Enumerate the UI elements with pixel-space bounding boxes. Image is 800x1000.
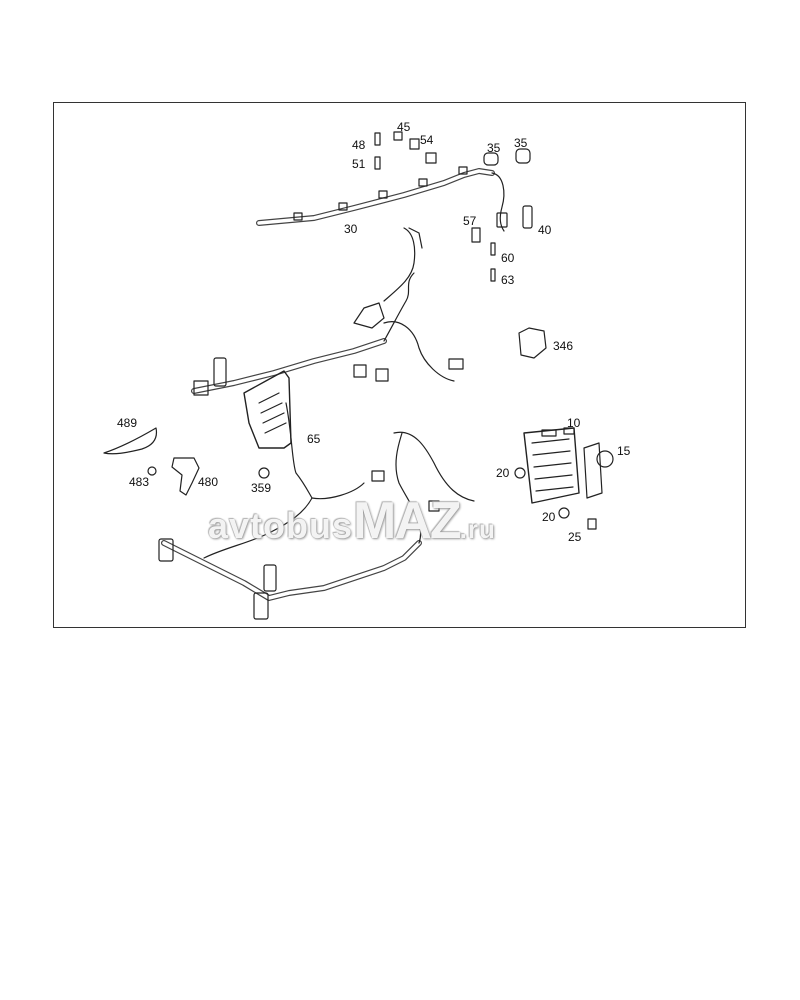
callout-489: 489: [117, 416, 138, 430]
callout-45: 45: [397, 120, 411, 134]
callout-359: 359: [251, 481, 272, 495]
callout-65: 65: [307, 432, 321, 446]
callout-35-right: 35: [514, 136, 528, 150]
watermark-prefix: avtobus: [208, 505, 354, 546]
watermark-suffix: .ru: [459, 514, 496, 544]
callout-57: 57: [463, 214, 477, 228]
upper-harness-30: [256, 166, 533, 302]
callout-60: 60: [501, 251, 515, 265]
watermark: avtobusMAZ.ru: [208, 491, 496, 551]
callout-480: 480: [198, 475, 219, 489]
small-parts-top: [374, 131, 547, 359]
watermark-brand: MAZ: [353, 492, 462, 550]
lower-harness: [158, 431, 475, 620]
diagram-frame: 48 45 54 51 35 35 30 57 40 60 63 346 10 …: [53, 102, 746, 628]
callout-15: 15: [617, 444, 631, 458]
callout-54: 54: [420, 133, 434, 147]
callout-20-lower: 20: [542, 510, 556, 524]
callout-30: 30: [344, 222, 358, 236]
callout-35-left: 35: [487, 141, 501, 155]
control-unit-10: [514, 427, 614, 530]
callout-40: 40: [538, 223, 552, 237]
callout-10: 10: [567, 416, 581, 430]
callout-25: 25: [568, 530, 582, 544]
callout-346: 346: [553, 339, 574, 353]
callout-51: 51: [352, 157, 366, 171]
middle-harness: [191, 272, 464, 499]
callout-48: 48: [352, 138, 366, 152]
left-small-parts: [103, 427, 270, 496]
callout-63: 63: [501, 273, 515, 287]
callout-20-upper: 20: [496, 466, 510, 480]
wiring-harness-drawing: [103, 131, 614, 620]
callout-483: 483: [129, 475, 150, 489]
